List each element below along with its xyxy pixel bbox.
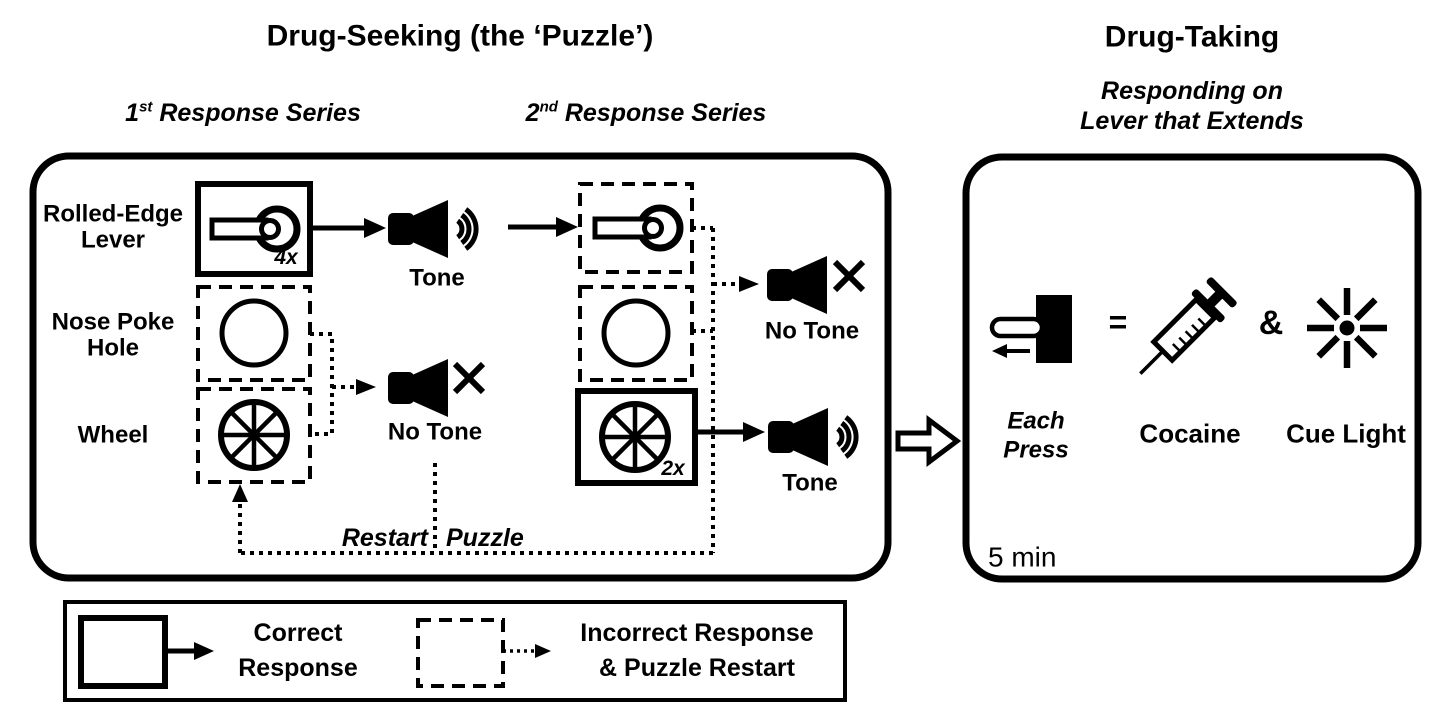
- restart-label: Restart: [341, 523, 428, 552]
- rolled-edge-lever-label-line1: Rolled-Edge: [42, 200, 184, 228]
- s1-wheel-incorrect-box: [196, 387, 312, 484]
- syringe-icon: [1139, 277, 1237, 375]
- nose-poke-label-line1: Nose Poke: [51, 308, 175, 336]
- s1-no-tone-label: No Tone: [387, 418, 483, 446]
- dotted-arrow-icon: [739, 276, 759, 292]
- block-arrow-icon: [895, 415, 962, 467]
- dotted-arrow-icon: [232, 484, 248, 502]
- s1-lever-correct-box: [195, 181, 313, 277]
- speaker-no-tone-icon: [767, 256, 866, 314]
- drug-taking-panel: [962, 153, 1422, 583]
- x-mark-icon: [832, 259, 866, 293]
- legend-incorrect-line1: Incorrect Response: [580, 618, 814, 647]
- s2-tone-label: Tone: [782, 469, 838, 497]
- series1-label: Response Series: [152, 98, 361, 127]
- s1-tone-label: Tone: [409, 264, 465, 292]
- duration-label: 5 min: [988, 541, 1057, 573]
- rolled-edge-lever-icon: [209, 205, 301, 253]
- wheel-label: Wheel: [77, 421, 149, 449]
- speaker-no-tone-icon: [388, 359, 486, 417]
- puzzle-label: Puzzle: [446, 523, 524, 552]
- correct-response-box: [78, 615, 168, 689]
- series2-number: 2: [525, 98, 540, 127]
- legend-correct-line2: Response: [238, 653, 358, 682]
- solid-arrow-icon: [312, 218, 386, 238]
- equals-sign: =: [1108, 304, 1128, 341]
- series2-header: 2nd Response Series: [526, 100, 767, 126]
- restart-loop-path: [238, 463, 713, 555]
- wheel-icon: [599, 401, 671, 473]
- x-mark-icon: [452, 361, 486, 395]
- speaker-tone-icon: [388, 200, 479, 258]
- taking-subtitle-line2: Lever that Extends: [1080, 106, 1304, 135]
- cue-light-icon: [1307, 288, 1387, 368]
- series2-ordinal: nd: [539, 98, 558, 116]
- solid-arrow-icon: [697, 422, 765, 442]
- taking-subtitle-line1: Responding on: [1101, 76, 1283, 105]
- sound-waves-icon: [456, 207, 479, 251]
- nose-poke-hole-icon: [601, 298, 671, 368]
- each-press-label-line2: Press: [1003, 436, 1069, 464]
- drug-seeking-title: Drug-Seeking (the ‘Puzzle’): [266, 19, 654, 53]
- solid-arrow-icon: [508, 217, 578, 237]
- sound-waves-icon: [836, 415, 859, 459]
- drug-taking-title: Drug-Taking: [1104, 20, 1280, 54]
- series1-number: 1: [125, 98, 140, 127]
- legend-incorrect-line2: & Puzzle Restart: [599, 653, 795, 682]
- series2-label: Response Series: [557, 98, 767, 127]
- lever-extends-icon: [989, 295, 1072, 363]
- incorrect-response-box: [416, 618, 505, 688]
- dotted-arrow-icon: [503, 644, 551, 658]
- s2-wheel-correct-box: [575, 388, 698, 486]
- s2-lever-incorrect-box: [578, 182, 694, 274]
- rolled-edge-lever-icon: [592, 204, 684, 252]
- rolled-edge-lever-label-line2: Lever: [80, 226, 146, 254]
- nose-poke-hole-icon: [219, 298, 289, 368]
- s2-wheel-multiplier: 2x: [661, 456, 685, 480]
- series1-ordinal: st: [139, 98, 153, 116]
- ampersand-sign: &: [1258, 304, 1284, 343]
- cocaine-label: Cocaine: [1139, 418, 1241, 449]
- s1-incorrect-connector: [310, 332, 357, 436]
- s1-lever-multiplier: 4x: [274, 245, 298, 269]
- solid-arrow-icon: [165, 642, 214, 660]
- each-press-label-line1: Each: [1007, 407, 1065, 435]
- s1-nose-poke-incorrect-box: [196, 285, 312, 382]
- cue-light-label: Cue Light: [1286, 418, 1406, 449]
- speaker-tone-icon: [768, 408, 859, 466]
- s2-no-tone-label: No Tone: [764, 317, 860, 345]
- wheel-icon: [218, 399, 290, 471]
- legend-correct-line1: Correct: [253, 618, 343, 647]
- dotted-arrow-icon: [356, 379, 376, 395]
- series1-header: 1st Response Series: [125, 100, 361, 126]
- nose-poke-label-line2: Hole: [86, 334, 140, 362]
- s2-incorrect-connector: [692, 226, 740, 553]
- s2-nose-poke-incorrect-box: [578, 285, 694, 382]
